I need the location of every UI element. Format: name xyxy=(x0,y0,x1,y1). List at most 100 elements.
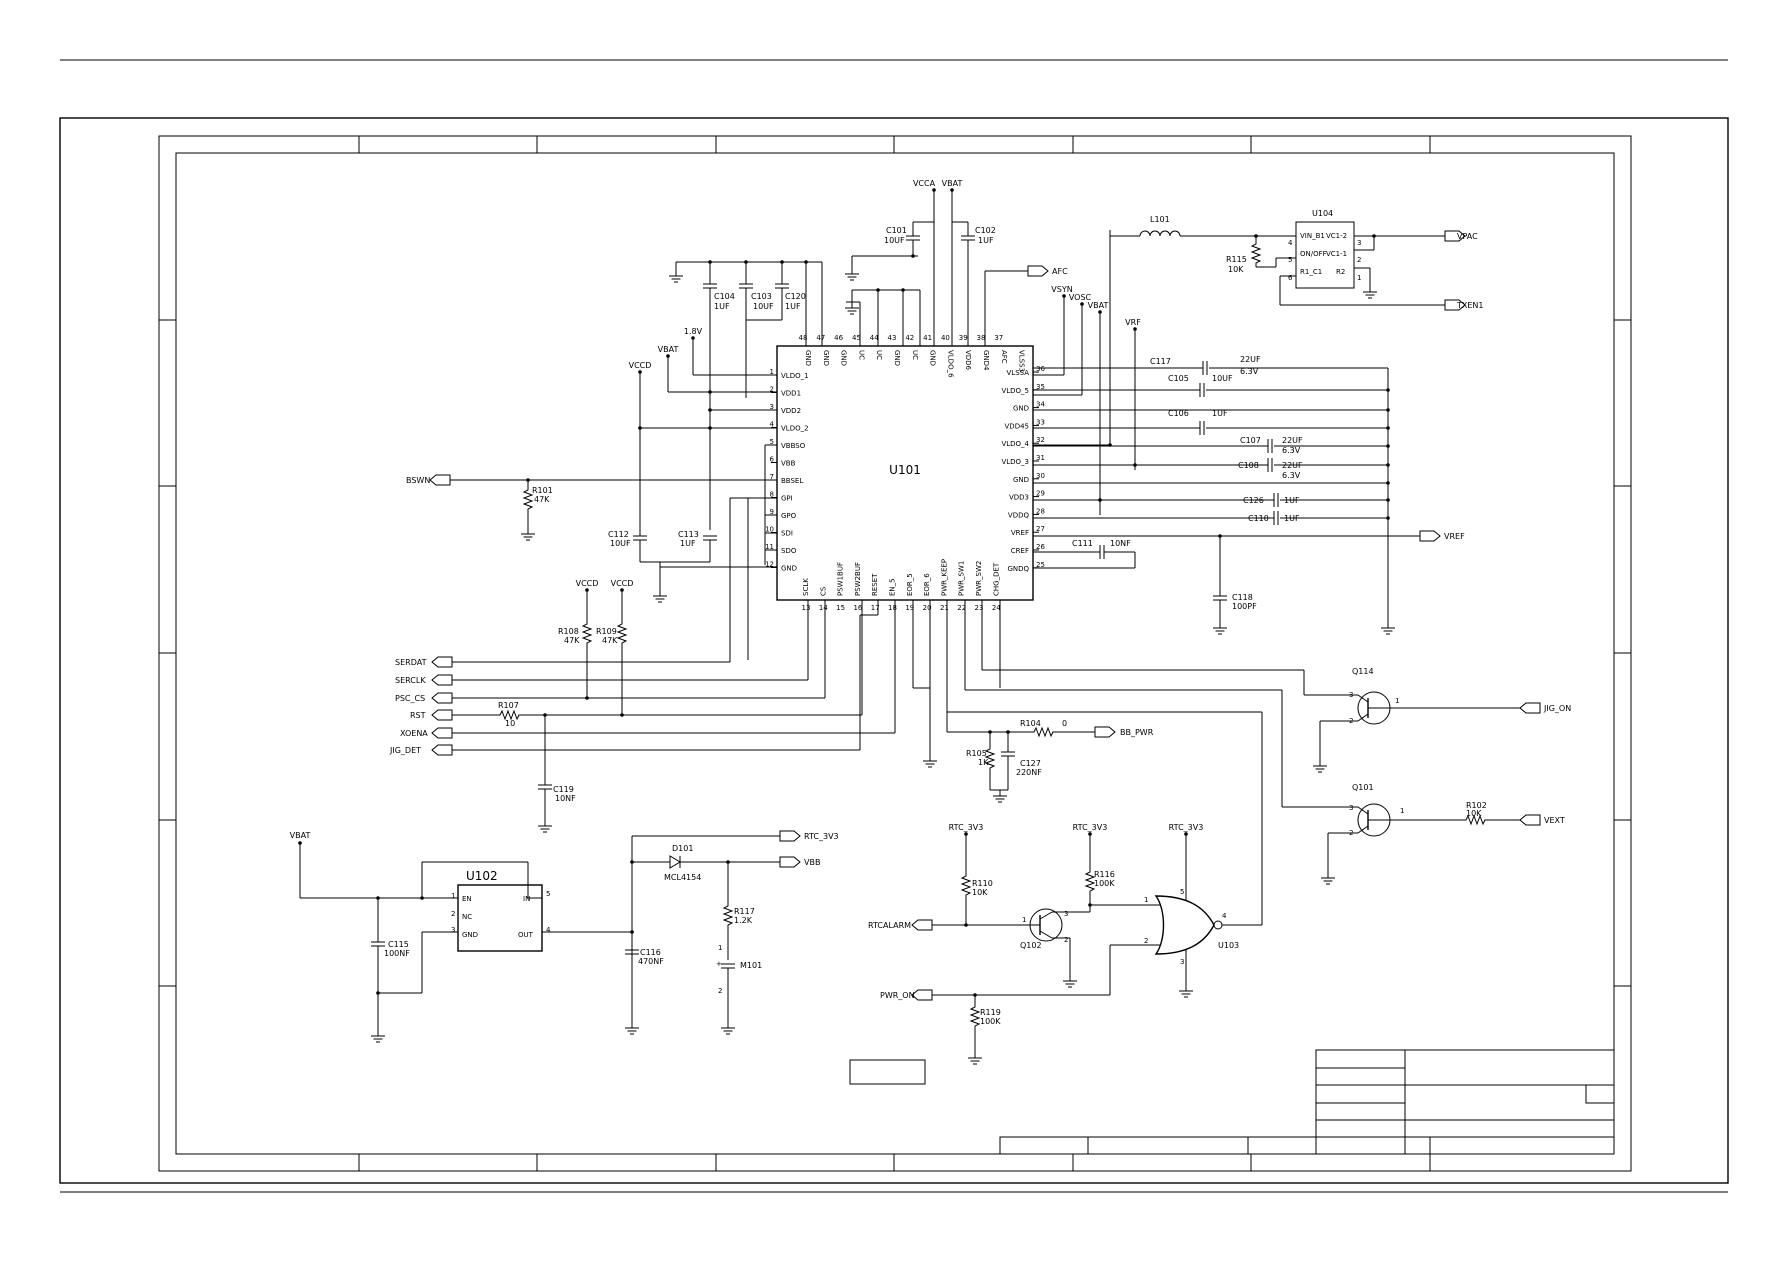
u101-right-pin-num: 28 xyxy=(1036,507,1045,515)
c113-ref: C113 xyxy=(678,530,699,539)
u101-left-pin-num: 9 xyxy=(770,508,774,516)
u101-left-pin-name: VBB xyxy=(781,460,796,468)
net-bb-pwr: BB_PWR xyxy=(1120,728,1154,737)
u101-top-pin-num: 41 xyxy=(923,334,932,342)
u101-left-pin-name: GPO xyxy=(781,512,797,520)
r116-val: 100K xyxy=(1094,879,1115,888)
title-block xyxy=(849,1049,1615,1155)
r102-ref: R102 xyxy=(1466,801,1487,810)
u104-pin-vin: VIN_B1 xyxy=(1300,232,1325,240)
u101-left-pin-name: GND xyxy=(781,565,797,573)
u101-bottom-pin-num: 17 xyxy=(871,604,880,612)
u101-top-pin-name: GND xyxy=(822,350,830,366)
c104-ref: C104 xyxy=(714,292,735,301)
c126-val: 1UF xyxy=(1284,496,1300,505)
u101-top-pin-num: 44 xyxy=(870,334,879,342)
u101-top-pin-num: 47 xyxy=(816,334,825,342)
u104-ref: U104 xyxy=(1312,209,1333,218)
c101-val: 10UF xyxy=(884,236,905,245)
c103-val: 10UF xyxy=(753,302,774,311)
r110-val: 10K xyxy=(972,888,988,897)
u101-bottom-pin-num: 23 xyxy=(975,604,984,612)
svg-text:3: 3 xyxy=(1349,804,1353,812)
u101-right-pin-num: 36 xyxy=(1036,365,1045,373)
net-vbat-bottom: VBAT xyxy=(290,831,311,840)
svg-text:+: + xyxy=(716,960,722,968)
l101-ref: L101 xyxy=(1150,215,1170,224)
net-afc: AFC xyxy=(1052,267,1068,276)
r104-ref: R104 xyxy=(1020,719,1041,728)
u104-num-2: 2 xyxy=(1357,256,1361,264)
c115-val: 100NF xyxy=(384,949,410,958)
u104-pin-r1c1: R1_C1 xyxy=(1300,268,1322,276)
u101-right-pin-name: GND xyxy=(1013,405,1029,413)
u104-num-1: 1 xyxy=(1357,274,1361,282)
c120-val: 1UF xyxy=(785,302,801,311)
r110-ref: R110 xyxy=(972,879,993,888)
u101-bottom-pin-name: PWR_SW2 xyxy=(975,561,983,596)
net-jig-on: JIG_ON xyxy=(1543,704,1571,713)
m101-ref: M101 xyxy=(740,961,762,970)
u104-num-3: 3 xyxy=(1357,239,1361,247)
svg-text:2: 2 xyxy=(1144,937,1148,945)
net-psc-cs: PSC_CS xyxy=(395,694,425,703)
u101-bottom-pin-name: PSW2BUF xyxy=(854,562,862,596)
u101-top-pin-num: 48 xyxy=(799,334,808,342)
u104-pin-vc11: VC1-1 xyxy=(1326,250,1347,258)
svg-text:2: 2 xyxy=(1064,936,1068,944)
r108-val: 47K xyxy=(564,636,580,645)
r117-ref: R117 xyxy=(734,907,755,916)
net-rtc-3v3-a: RTC_3V3 xyxy=(949,823,984,832)
r104-val: 0 xyxy=(1062,719,1067,728)
svg-text:1: 1 xyxy=(451,892,455,900)
u101-bottom-pin-name: PSW1BUF xyxy=(837,562,845,596)
u101-bottom-pin-num: 21 xyxy=(940,604,949,612)
c119-ref: C119 xyxy=(553,785,574,794)
net-jig-det: JIG_DET xyxy=(389,746,421,755)
net-vsyn: VSYN xyxy=(1051,285,1072,294)
c127-val: 220NF xyxy=(1016,768,1042,777)
r119-ref: R119 xyxy=(980,1008,1001,1017)
r117-val: 1.2K xyxy=(734,916,753,925)
u101-right-pin-name: VLDO_4 xyxy=(1001,440,1029,448)
net-vext: VEXT xyxy=(1544,816,1565,825)
c115-ref: C115 xyxy=(388,940,409,949)
net-1v8: 1.8V xyxy=(684,327,703,336)
c116-ref: C116 xyxy=(640,948,661,957)
q114-ref: Q114 xyxy=(1352,667,1374,676)
u101-left-pin-name: VDD1 xyxy=(781,390,801,398)
u102-ref: U102 xyxy=(466,869,498,883)
svg-text:1: 1 xyxy=(1022,916,1026,924)
u101-right-pin-name: CREF xyxy=(1011,547,1029,555)
u101-left-pin-num: 2 xyxy=(770,386,774,394)
u101-bottom-pin-name: CHG_DET xyxy=(992,562,1000,596)
u101-top-pin-num: 39 xyxy=(959,334,968,342)
u101-top-pin-name: GND xyxy=(893,350,901,366)
r119-val: 100K xyxy=(980,1017,1001,1026)
net-vbb: VBB xyxy=(804,858,820,867)
u101-bottom-pin-name: EOR_6 xyxy=(923,573,931,596)
u101-bottom-pin-num: 15 xyxy=(836,604,845,612)
u101-left-pin-num: 8 xyxy=(770,491,774,499)
u101-top-pin-name: VDD6 xyxy=(964,350,972,371)
u101-bottom-pin-name: CS xyxy=(819,586,827,596)
u101-bottom-pin-num: 22 xyxy=(957,604,966,612)
u101-right-pin-name: GND xyxy=(1013,476,1029,484)
c102-ref: C102 xyxy=(975,226,996,235)
net-xoena: XOENA xyxy=(400,729,428,738)
net-vref: VREF xyxy=(1444,532,1465,541)
svg-text:4: 4 xyxy=(546,926,551,934)
u101-right-pin-num: 35 xyxy=(1036,383,1045,391)
c110-val: 1UF xyxy=(1284,514,1300,523)
bottom-left-group: VBAT U102 EN NC GND IN OUT 123 54 C115 1… xyxy=(290,830,839,1043)
u101-right-pin-num: 26 xyxy=(1036,543,1045,551)
svg-text:4: 4 xyxy=(1222,912,1227,920)
u101-top-pin-name: GND xyxy=(804,350,812,366)
u101-left-pin-num: 6 xyxy=(770,456,775,464)
u101-bottom-pin-num: 14 xyxy=(819,604,828,612)
c104-val: 1UF xyxy=(714,302,730,311)
u101-right-pin-num: 27 xyxy=(1036,525,1045,533)
left-signals: VCCD VCCD R108 47K R109 47K SERDAT SERCL… xyxy=(389,497,896,833)
c120-ref: C120 xyxy=(785,292,806,301)
